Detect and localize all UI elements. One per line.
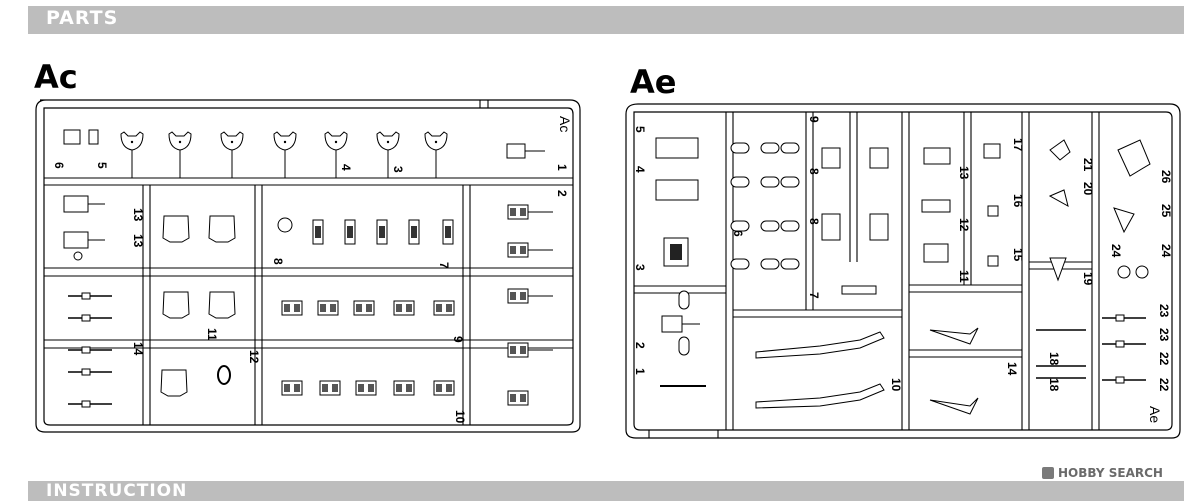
ac-num-5: 5: [95, 162, 109, 169]
sprue-ae-rifles: [755, 331, 885, 409]
parts-header-title: PARTS: [46, 7, 119, 29]
ae-num-24a: 24: [1109, 244, 1123, 258]
sprue-ac-right-parts: [507, 204, 553, 406]
ac-num-11: 11: [205, 328, 219, 341]
ae-num-18a: 18: [1047, 352, 1061, 366]
ae-num-8a: 8: [807, 168, 821, 175]
ae-num-22b: 22: [1157, 378, 1171, 392]
sprue-ac-plates: [160, 215, 236, 397]
ac-num-3: 3: [391, 166, 405, 173]
sprue-ac-corner-code: Ac: [557, 116, 573, 132]
ac-num-1: 1: [555, 164, 569, 171]
sprue-ae-label: Ae: [630, 63, 677, 101]
sprue-ac-gates: [131, 150, 437, 178]
ae-num-14: 14: [1005, 362, 1019, 376]
ae-num-13: 13: [957, 166, 971, 180]
ae-num-17: 17: [1011, 138, 1025, 152]
ac-num-14: 14: [131, 342, 145, 356]
ac-num-10: 10: [453, 410, 467, 424]
sprue-ae-mg-parts: [921, 143, 1001, 415]
ae-num-5: 5: [633, 126, 647, 133]
ae-num-23b: 23: [1157, 328, 1171, 342]
sprue-ac-helmets: [63, 129, 545, 159]
sprue-ae-right-parts: [1036, 139, 1151, 384]
parts-header-band: PARTS: [28, 6, 1184, 34]
ae-num-26: 26: [1159, 170, 1173, 184]
ae-num-19: 19: [1081, 272, 1095, 286]
ae-num-20: 20: [1081, 182, 1095, 196]
sprue-ae-left-parts: [655, 137, 706, 387]
ac-num-9: 9: [451, 336, 465, 343]
ae-num-25: 25: [1159, 204, 1173, 218]
sprue-ae-part-numbers: 5 4 3 2 1 6 9 8 8 7 10 11 12 13 14 15 16…: [633, 116, 1173, 392]
hobby-search-watermark: HOBBY SEARCH: [1042, 466, 1163, 480]
ae-num-23a: 23: [1157, 304, 1171, 318]
ae-num-8b: 8: [807, 218, 821, 225]
ac-num-6: 6: [52, 162, 66, 169]
watermark-text: HOBBY SEARCH: [1058, 466, 1163, 480]
ae-num-6: 6: [731, 230, 745, 237]
ae-num-4: 4: [633, 166, 647, 173]
sprue-ae-tripods: [821, 147, 889, 295]
ae-num-3: 3: [633, 264, 647, 271]
ae-num-1: 1: [633, 368, 647, 375]
ae-num-24b: 24: [1159, 244, 1173, 258]
ac-num-4: 4: [339, 164, 353, 171]
sprue-ac-frame: [35, 99, 581, 433]
ac-num-12: 12: [247, 350, 261, 364]
sprue-ac-canisters: [277, 217, 454, 245]
ae-num-18b: 18: [1047, 378, 1061, 392]
sprue-ac-label: Ac: [34, 58, 78, 96]
sprue-ae-corner-code: Ae: [1147, 406, 1163, 423]
ac-num-8: 8: [271, 258, 285, 265]
ae-num-12: 12: [957, 218, 971, 232]
ac-num-7: 7: [437, 262, 451, 269]
sprue-ac-part-numbers: 6 5 4 3 1 2 13 13 8 7 14 11 12 10 9 2 2: [52, 162, 569, 424]
ae-num-2: 2: [633, 342, 647, 349]
instruction-header-title: INSTRUCTION: [46, 481, 188, 501]
ae-num-16: 16: [1011, 194, 1025, 208]
ae-num-10: 10: [889, 378, 903, 392]
ac-num-13b: 13: [131, 234, 145, 248]
hobby-search-logo-icon: [1042, 467, 1054, 479]
ae-num-9: 9: [807, 116, 821, 123]
ac-num-2: 2: [555, 190, 569, 197]
ae-num-7: 7: [807, 292, 821, 299]
ac-num-13a: 13: [131, 208, 145, 222]
ae-num-21: 21: [1081, 158, 1095, 172]
sprue-ac-gasmask-parts: [63, 195, 105, 261]
ae-num-15: 15: [1011, 248, 1025, 262]
ae-num-22a: 22: [1157, 352, 1171, 366]
instruction-header-band: INSTRUCTION: [28, 481, 1184, 501]
sprue-ac-runners: [44, 100, 573, 425]
ae-num-11: 11: [957, 270, 971, 283]
